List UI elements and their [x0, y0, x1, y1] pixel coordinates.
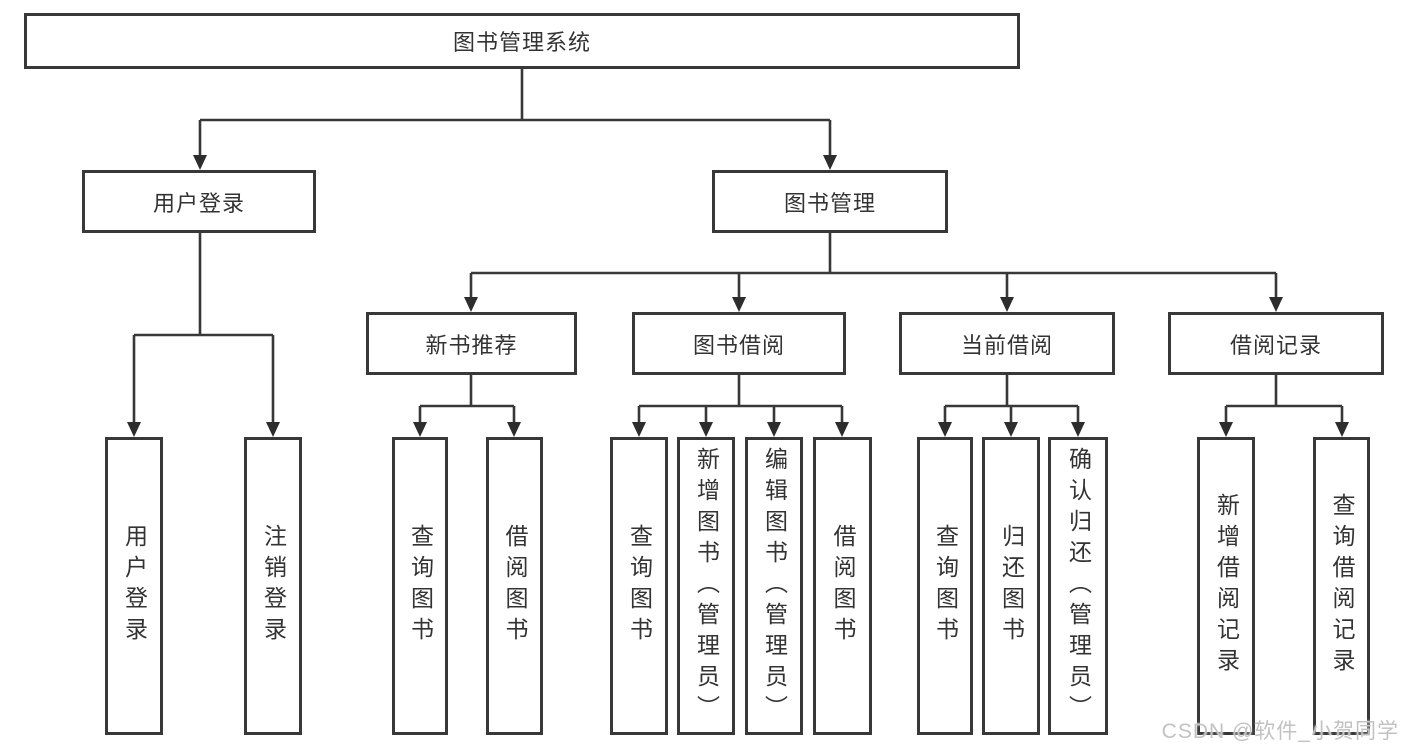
- leaf-query-books-3-label: 查询图书: [932, 524, 959, 648]
- leaf-query-books-3: 查询图书: [917, 437, 973, 735]
- node-book-borrow: 图书借阅: [632, 312, 846, 375]
- node-borrow-record: 借阅记录: [1168, 312, 1384, 375]
- leaf-edit-books-admin-label: 编辑图书（管理员）: [761, 446, 788, 726]
- leaf-add-books-admin-label: 新增图书（管理员）: [693, 446, 720, 726]
- leaf-edit-books-admin: 编辑图书（管理员）: [745, 437, 803, 735]
- leaf-borrow-books-2: 借阅图书: [813, 437, 872, 735]
- leaf-borrow-books-2-label: 借阅图书: [830, 524, 856, 648]
- leaf-user-login: 用户登录: [105, 437, 163, 735]
- leaf-borrow-books-1-label: 借阅图书: [502, 524, 528, 648]
- leaf-query-books-1: 查询图书: [392, 437, 448, 735]
- leaf-add-borrow-record: 新增借阅记录: [1197, 437, 1255, 735]
- node-new-book-recommend: 新书推荐: [366, 312, 577, 375]
- leaf-query-books-1-label: 查询图书: [407, 524, 434, 648]
- node-new-book-recommend-label: 新书推荐: [425, 332, 518, 358]
- leaf-return-books-label: 归还图书: [998, 524, 1025, 648]
- node-current-borrow-label: 当前借阅: [960, 332, 1053, 358]
- leaf-user-login-label: 用户登录: [121, 524, 148, 648]
- leaf-logout: 注销登录: [244, 437, 302, 735]
- node-user-login: 用户登录: [82, 170, 316, 233]
- leaf-query-books-2-label: 查询图书: [626, 524, 653, 648]
- node-borrow-record-label: 借阅记录: [1229, 332, 1322, 358]
- leaf-confirm-return-admin: 确认归还（管理员）: [1048, 437, 1108, 735]
- node-root-label: 图书管理系统: [452, 30, 591, 55]
- leaf-logout-label: 注销登录: [260, 524, 287, 648]
- leaf-borrow-books-1: 借阅图书: [486, 437, 543, 735]
- leaf-add-borrow-record-label: 新增借阅记录: [1213, 493, 1240, 679]
- csdn-watermark: CSDN @软件_小贺同学: [1161, 720, 1399, 743]
- node-current-borrow: 当前借阅: [899, 312, 1115, 375]
- leaf-query-borrow-record-label: 查询借阅记录: [1329, 493, 1355, 679]
- node-book-management: 图书管理: [712, 170, 948, 233]
- node-book-management-label: 图书管理: [783, 190, 876, 216]
- node-root-system: 图书管理系统: [24, 13, 1020, 69]
- leaf-query-books-2: 查询图书: [610, 437, 668, 735]
- leaf-query-borrow-record: 查询借阅记录: [1313, 437, 1370, 735]
- node-user-login-label: 用户登录: [152, 190, 245, 216]
- leaf-add-books-admin: 新增图书（管理员）: [677, 437, 735, 735]
- leaf-confirm-return-admin-label: 确认归还（管理员）: [1065, 446, 1092, 726]
- node-book-borrow-label: 图书借阅: [692, 332, 785, 358]
- leaf-return-books: 归还图书: [982, 437, 1040, 735]
